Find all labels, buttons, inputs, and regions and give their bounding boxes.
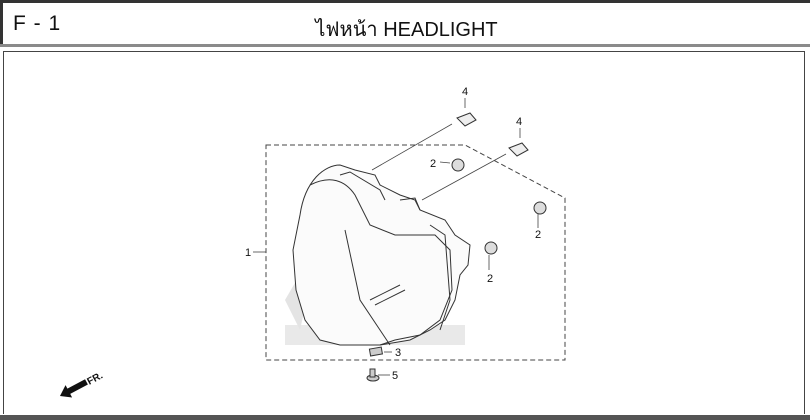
clip-part-3 bbox=[368, 346, 384, 357]
front-label: FR. bbox=[85, 370, 105, 387]
leader-lines bbox=[253, 98, 539, 376]
page-title: ไฟหน้า HEADLIGHT bbox=[315, 19, 498, 41]
callout-5: 5 bbox=[392, 370, 398, 382]
header-divider bbox=[0, 44, 810, 47]
bottom-border bbox=[0, 415, 810, 420]
section-code: F - 1 bbox=[13, 12, 62, 35]
page-header: F - 1 ไฟหน้า HEADLIGHT bbox=[0, 3, 810, 44]
callout-4: 4 bbox=[462, 86, 468, 98]
callout-2: 2 bbox=[487, 273, 493, 285]
callout-3: 3 bbox=[395, 347, 401, 359]
top-border bbox=[0, 0, 810, 3]
diagram-panel bbox=[3, 51, 805, 414]
front-direction-arrow-icon: FR. bbox=[59, 370, 105, 398]
headlight-unit bbox=[292, 164, 471, 346]
callout-2: 2 bbox=[430, 158, 436, 170]
callout-1: 1 bbox=[245, 247, 251, 259]
grommet-part-2 bbox=[451, 158, 547, 255]
assembly-frame bbox=[265, 144, 566, 361]
callout-4: 4 bbox=[516, 116, 522, 128]
cushion-part-4 bbox=[456, 112, 529, 157]
bolt-part-5 bbox=[366, 368, 380, 382]
callout-2: 2 bbox=[535, 229, 541, 241]
